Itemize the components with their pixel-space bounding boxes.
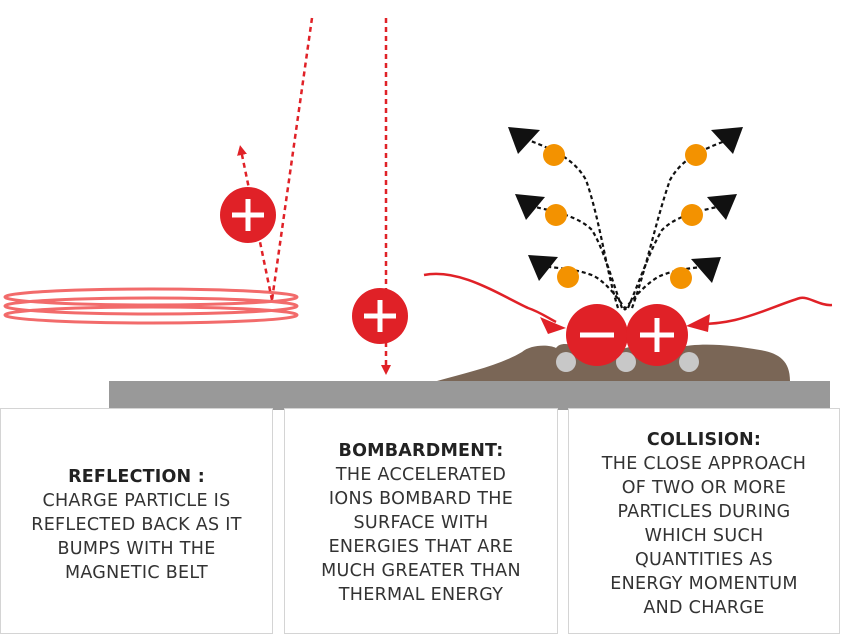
panel-line: BUMPS WITH THE <box>57 539 216 559</box>
collision-arrowhead-right <box>686 314 710 332</box>
panel-line: OF TWO OR MORE <box>621 478 787 498</box>
diagram <box>3 17 833 410</box>
electron-icon <box>543 144 707 289</box>
plus-ion-icon <box>220 187 276 243</box>
panel-line: REFLECTED BACK AS IT <box>31 515 242 535</box>
panel-line: THE CLOSE APPROACH <box>601 454 807 474</box>
plus-ion-icon <box>352 288 408 344</box>
plus-ion-icon <box>626 304 688 366</box>
collision-arrowhead-left <box>540 317 566 334</box>
panel-line: CHARGE PARTICLE IS <box>42 491 231 511</box>
panel-line: IONS BOMBARD THE <box>328 489 514 509</box>
panel-line: PARTICLES DURING <box>617 502 791 522</box>
panel-collision: COLLISION: THE CLOSE APPROACH OF TWO OR … <box>568 408 840 634</box>
panel-reflection: REFLECTION : CHARGE PARTICLE IS REFLECTE… <box>0 408 273 634</box>
panel-title: REFLECTION : <box>68 467 205 487</box>
surface-bar <box>109 381 830 410</box>
reflection-incoming-path <box>270 17 314 301</box>
magnetic-belt <box>3 287 299 325</box>
arrowhead-icon <box>508 127 743 283</box>
panel-line: THERMAL ENERGY <box>338 585 504 605</box>
panel-title: BOMBARDMENT: <box>338 441 504 461</box>
panel-line: SURFACE WITH <box>353 513 489 533</box>
panel-title: COLLISION: <box>646 430 762 450</box>
panel-line: MAGNETIC BELT <box>64 563 209 583</box>
panel-line: MUCH GREATER THAN <box>321 561 521 581</box>
debris-mound <box>437 344 790 381</box>
panel-line: AND CHARGE <box>643 598 765 618</box>
panel-line: ENERGIES THAT ARE <box>328 537 514 557</box>
atom-icon <box>556 352 699 372</box>
collision-trail-right <box>699 296 833 326</box>
panel-line: THE ACCELERATED <box>335 465 507 485</box>
collision-trail-left <box>423 272 557 324</box>
panel-line: QUANTITIES AS <box>634 550 774 570</box>
panel-line: WHICH SUCH <box>644 526 764 546</box>
minus-ion-icon <box>566 304 628 366</box>
panel-bombardment: BOMBARDMENT: THE ACCELERATED IONS BOMBAR… <box>284 408 558 634</box>
panel-line: ENERGY MOMENTUM <box>610 574 798 594</box>
